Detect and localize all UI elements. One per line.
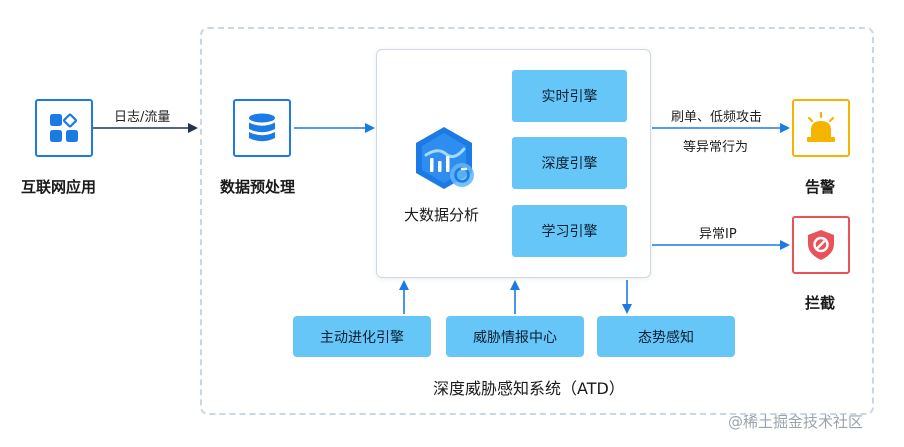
threat-intel-center: 威胁情报中心 [446,316,584,357]
active-evolution-engine: 主动进化引擎 [293,316,431,357]
alarm-light-icon [807,112,835,142]
system-boundary [200,27,874,415]
database-icon [249,113,275,142]
realtime-engine: 实时引擎 [512,70,627,122]
preprocessing-label: 数据预处理 [220,178,296,196]
system-title: 深度威胁感知系统（ATD） [433,379,625,398]
big-data-icon [412,125,480,195]
big-data-label: 大数据分析 [404,206,480,224]
internet-app-label: 互联网应用 [21,178,97,196]
log-traffic-label: 日志/流量 [114,110,171,125]
abnormal-ip-label: 异常IP [699,227,737,242]
alert-node [792,99,850,157]
attack-label-line1: 刷单、低频攻击 [671,110,763,125]
internet-app-node [35,99,93,157]
deep-engine: 深度引擎 [512,137,627,189]
watermark: @稀土掘金技术社区 [728,413,864,431]
app-grid-icon [50,113,78,142]
alert-label: 告警 [805,178,836,196]
shield-block-icon [808,230,834,260]
preprocessing-node [233,99,291,157]
block-label: 拦截 [805,294,836,312]
attack-label-line2: 等异常行为 [683,140,749,155]
situation-awareness: 态势感知 [597,316,735,357]
block-node [792,216,850,274]
learning-engine: 学习引擎 [512,205,627,257]
